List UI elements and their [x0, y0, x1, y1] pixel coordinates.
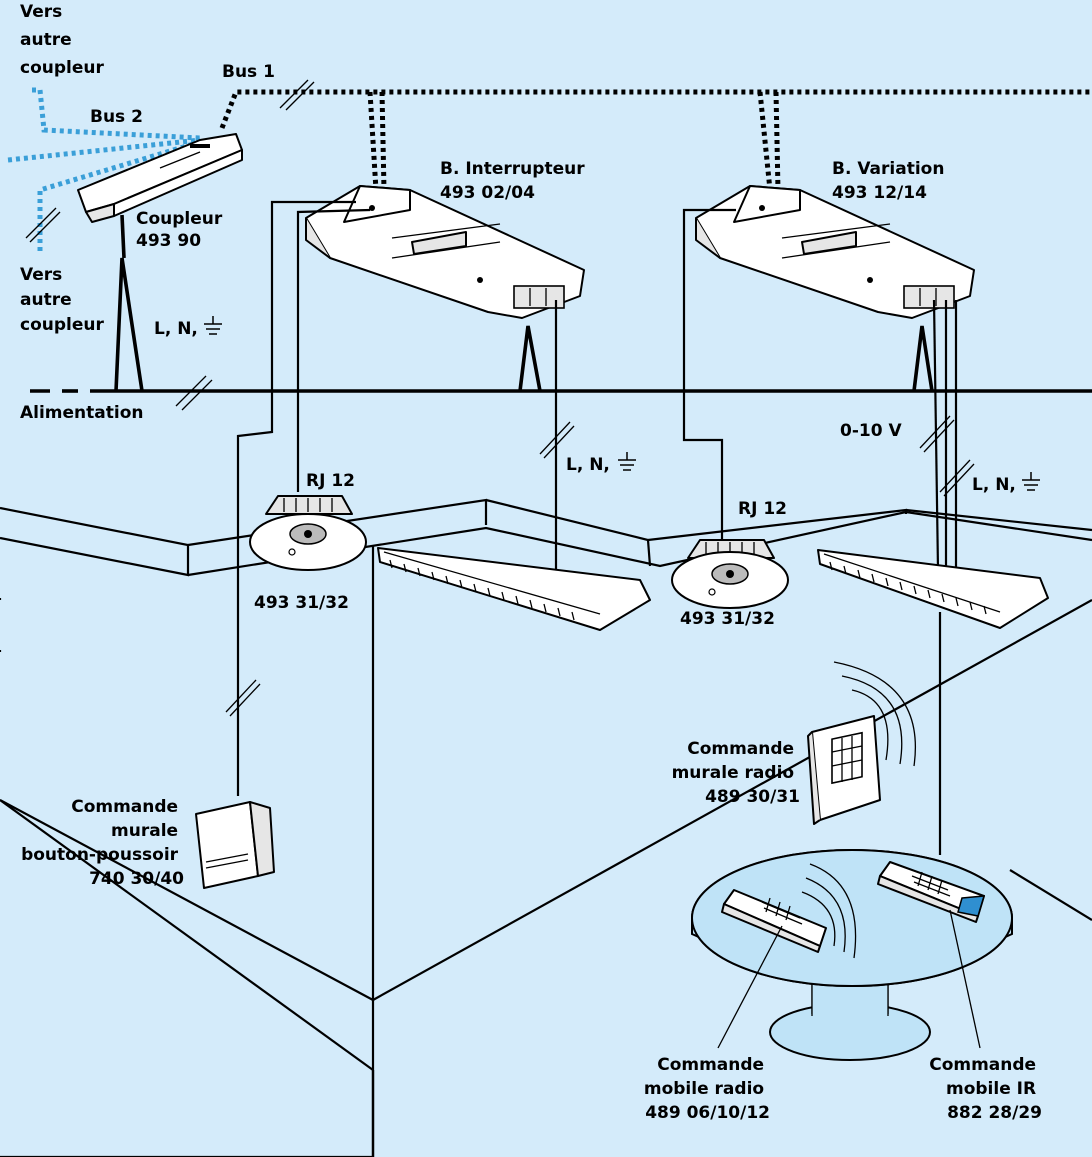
bus-2-label: Bus 2 [90, 107, 143, 127]
luminaire-left [377, 547, 651, 631]
commande-murale-bp-device [195, 801, 275, 889]
cmbp-1: Commande [71, 797, 178, 817]
cmor-1: Commande [657, 1055, 764, 1075]
bus-1-label: Bus 1 [222, 62, 275, 82]
cmoi-2: mobile IR [946, 1079, 1036, 1099]
cmbp-2: murale [111, 821, 178, 841]
coupleur-label-1: Coupleur [136, 209, 223, 229]
vers-top-2: autre [20, 30, 72, 50]
cmbp-3: bouton-poussoir [21, 845, 179, 865]
detector-right-label: 493 31/32 [680, 609, 775, 629]
commande-mobile-ir-label: Commande mobile IR 882 28/29 [929, 1055, 1042, 1123]
cmoi-1: Commande [929, 1055, 1036, 1075]
b-variation-label-1: B. Variation [832, 159, 944, 179]
cmr-2: murale radio [672, 763, 794, 783]
coupleur-device [77, 133, 243, 223]
cmor-3: 489 06/10/12 [645, 1103, 770, 1123]
rj12-right-label: RJ 12 [738, 499, 787, 519]
commande-mobile-radio-device [721, 863, 857, 959]
lne-coupleur-label: L, N, [154, 319, 198, 339]
earth-icon [618, 452, 636, 471]
coupleur-label: Coupleur 493 90 [136, 209, 228, 251]
alimentation-label: Alimentation [20, 403, 144, 423]
rj12-left-label: RJ 12 [306, 471, 355, 491]
vers-bottom-2: autre [20, 290, 72, 310]
detector-left-label: 493 31/32 [254, 593, 349, 613]
cmoi-3: 882 28/29 [947, 1103, 1042, 1123]
detector-left [249, 495, 367, 571]
wiring-variation [682, 208, 975, 571]
detector-right [671, 539, 789, 609]
vers-autre-coupleur-bottom-label: Vers autre coupleur [20, 265, 104, 335]
bus-2-lines [7, 87, 201, 255]
b-interrupteur-label-2: 493 02/04 [440, 183, 535, 203]
cmbp-4: 740 30/40 [89, 869, 184, 889]
alimentation-line [30, 214, 1092, 411]
b-interrupteur-device [305, 185, 585, 319]
b-variation-device [695, 185, 975, 319]
lne-coupleur-label-group: L, N, [154, 316, 222, 339]
cmr-1: Commande [687, 739, 794, 759]
b-variation-label-2: 493 12/14 [832, 183, 927, 203]
table [691, 849, 1013, 1061]
b-interrupteur-label: B. Interrupteur 493 02/04 [440, 159, 591, 203]
bus-1-line [219, 79, 1092, 191]
commande-murale-radio-label: Commande murale radio 489 30/31 [672, 739, 800, 807]
zero-ten-v-label: 0-10 V [840, 421, 902, 441]
b-interrupteur-label-1: B. Interrupteur [440, 159, 585, 179]
vers-bottom-3: coupleur [20, 315, 104, 335]
vers-top-1: Vers [20, 2, 62, 22]
leader-lines [717, 909, 981, 1049]
cmr-3: 489 30/31 [705, 787, 800, 807]
wiring-interrupteur [225, 200, 575, 796]
vers-top-3: coupleur [20, 58, 104, 78]
coupleur-label-2: 493 90 [136, 231, 201, 251]
commande-mobile-radio-label: Commande mobile radio 489 06/10/12 [644, 1055, 770, 1123]
vers-bottom-1: Vers [20, 265, 62, 285]
lne-variation-label-group: L, N, [972, 472, 1040, 495]
commande-murale-radio-device [807, 661, 916, 825]
earth-icon [1022, 472, 1040, 491]
cmor-2: mobile radio [644, 1079, 764, 1099]
vers-autre-coupleur-top-label: Vers autre coupleur [20, 2, 104, 78]
lne-interrupteur-label-group: L, N, [566, 452, 636, 475]
lne-variation-label: L, N, [972, 475, 1016, 495]
commande-murale-bp-label: Commande murale bouton-poussoir 740 30/4… [21, 797, 184, 889]
earth-icon [204, 316, 222, 335]
luminaire-right [817, 549, 1049, 629]
lne-interrupteur-label: L, N, [566, 455, 610, 475]
b-variation-label: B. Variation 493 12/14 [832, 159, 950, 203]
commande-mobile-ir-device [877, 861, 986, 923]
